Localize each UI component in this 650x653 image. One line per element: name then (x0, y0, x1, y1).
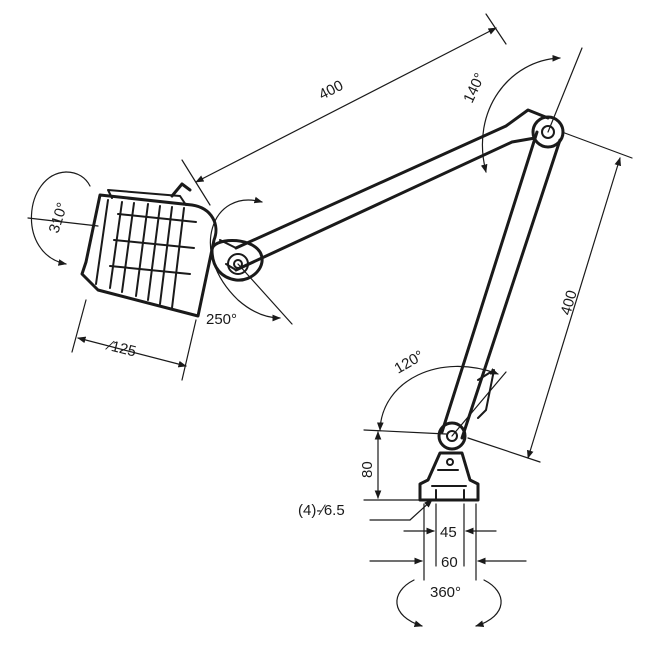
head-rotation-label: 310° (46, 200, 72, 235)
base-height-dimension: 80 (359, 429, 447, 501)
mount-holes-label: (4)-∕6.5 (298, 502, 345, 519)
base-mount (418, 451, 480, 502)
lower-arm (440, 130, 562, 440)
elbow-angle-dimension: 140° (460, 47, 583, 173)
base-width-label: 60 (441, 554, 458, 571)
lower-arm-length-label: 400 (558, 288, 581, 317)
hole-spacing-label: 45 (440, 524, 457, 541)
lamp-head (80, 182, 218, 318)
head-tilt-label: 250° (206, 311, 237, 328)
mount-holes-callout: (4)-∕6.5 (298, 499, 433, 521)
upper-arm (219, 108, 550, 272)
base-width-dimension: 60 (369, 503, 527, 581)
base-rotation-dimension: 360° (396, 579, 502, 627)
lower-arm-dimension: 400 (467, 131, 633, 463)
base-height-label: 80 (359, 461, 376, 478)
base-rotation-label: 360° (430, 584, 461, 601)
elbow-angle-label: 140° (460, 70, 489, 105)
head-width-label: ∕125 (103, 336, 138, 360)
upper-arm-dimension: 400 (181, 13, 507, 206)
upper-arm-length-label: 400 (316, 77, 346, 104)
head-tilt-dimension: 250° (206, 196, 293, 328)
hole-spacing-dimension: 45 (403, 503, 497, 567)
